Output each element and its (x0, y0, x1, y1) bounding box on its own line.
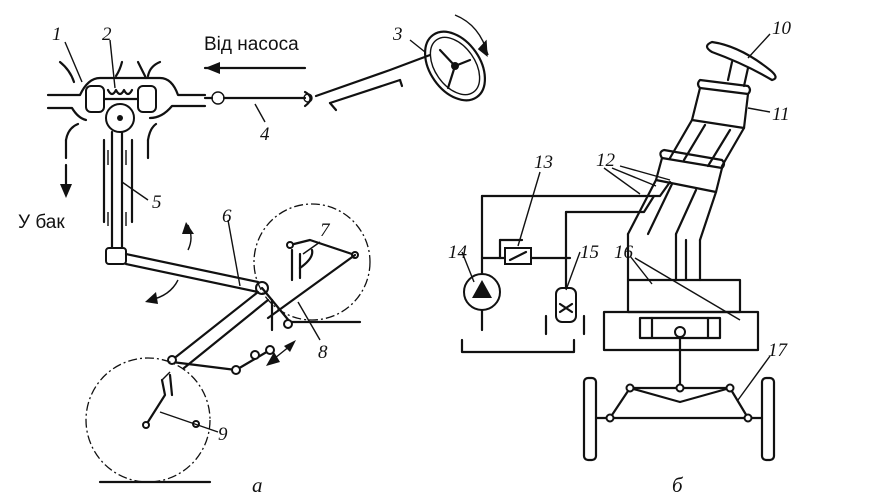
hydraulic-pump (460, 256, 576, 354)
callout-14: 14 (448, 242, 468, 263)
subfigure-label-a: а (252, 473, 263, 497)
subfigure-label-b: б (672, 473, 684, 497)
leader-lines-b (461, 33, 771, 401)
steering-gearbox (602, 278, 760, 390)
from-pump-arrow (203, 62, 307, 74)
callout-12: 12 (596, 150, 616, 171)
upper-wheel (253, 203, 371, 332)
callout-10: 10 (772, 18, 792, 39)
callout-8: 8 (318, 342, 328, 363)
callout-4: 4 (260, 124, 270, 145)
callout-1: 1 (52, 24, 62, 45)
callout-6: 6 (222, 206, 232, 227)
control-valve-spool (85, 85, 157, 133)
to-tank-caption: У бак (18, 212, 65, 233)
bipod-shaft (102, 130, 134, 265)
callout-3: 3 (392, 24, 403, 45)
from-pump-caption: Від насоса (204, 34, 299, 55)
figure-a: Від насоса У бак 1 2 3 4 5 6 7 8 9 а (18, 14, 489, 497)
lower-wheel (85, 357, 212, 484)
column-booster (626, 78, 752, 282)
callout-11: 11 (772, 104, 790, 125)
steering-wheel (423, 14, 489, 102)
callout-9: 9 (218, 424, 228, 445)
callout-17: 17 (768, 340, 789, 361)
callout-7: 7 (320, 220, 331, 241)
callout-5: 5 (152, 192, 162, 213)
track-rod (167, 290, 296, 375)
rotation-arrows (145, 222, 194, 304)
relief-valve (504, 247, 532, 265)
callout-2: 2 (102, 24, 112, 45)
leader-lines-a (64, 39, 426, 433)
hydraulic-lines (480, 180, 672, 290)
callout-13: 13 (534, 152, 553, 173)
steering-wheel-top (705, 40, 777, 88)
callout-15: 15 (580, 242, 599, 263)
drag-link (124, 252, 269, 295)
to-tank-arrow (60, 163, 72, 198)
oil-filter (544, 287, 586, 336)
figure-b: 10 11 12 13 14 15 16 17 б (448, 18, 792, 497)
callout-16: 16 (614, 242, 634, 263)
distributor-housing (46, 60, 207, 160)
steering-rod (203, 53, 432, 112)
steering-axle (582, 376, 776, 462)
